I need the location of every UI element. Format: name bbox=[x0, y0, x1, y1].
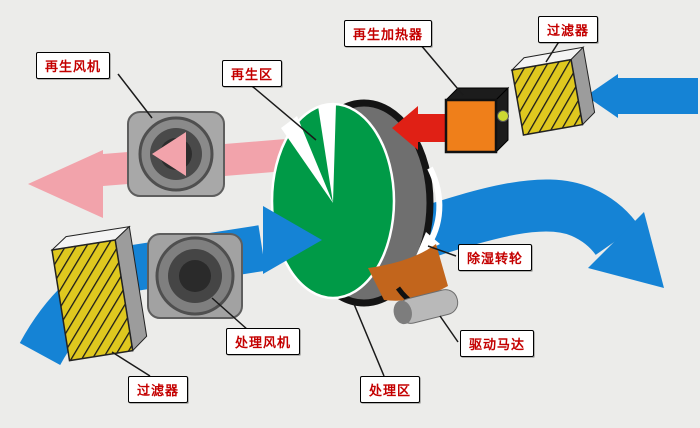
label-drive-motor: 驱动马达 bbox=[460, 330, 535, 357]
heater-front-face bbox=[444, 98, 498, 154]
label-filter-bottom: 过滤器 bbox=[128, 376, 189, 403]
regen-inlet-arrowhead bbox=[586, 74, 618, 118]
heater-indicator-lamp bbox=[497, 110, 509, 122]
leader-regen-heater bbox=[419, 43, 464, 96]
fan-hub bbox=[179, 260, 211, 292]
regen-filter bbox=[510, 46, 596, 136]
regen-fan bbox=[127, 111, 225, 197]
motor-end-cap bbox=[393, 300, 412, 325]
leader-wheel bbox=[427, 245, 457, 257]
leader-filter-bottom bbox=[111, 351, 151, 377]
label-filter-top: 过滤器 bbox=[538, 16, 599, 43]
wheel-rotation-arrowhead bbox=[416, 232, 440, 256]
heated-air-arrowhead bbox=[392, 106, 418, 150]
leader-regen-fan bbox=[117, 73, 153, 119]
regen-inlet-bar bbox=[616, 78, 698, 114]
drive-motor-assembly bbox=[368, 244, 459, 325]
label-wheel: 除湿转轮 bbox=[458, 244, 533, 271]
heated-air-bar bbox=[416, 114, 452, 142]
process-outlet-arrowhead bbox=[588, 212, 664, 288]
regen-heater bbox=[444, 86, 510, 154]
label-process-zone: 处理区 bbox=[360, 376, 421, 403]
label-process-fan: 处理风机 bbox=[226, 328, 301, 355]
label-regen-fan: 再生风机 bbox=[36, 52, 111, 79]
leader-process-fan bbox=[211, 297, 249, 331]
wheel-sector-divider bbox=[318, 104, 336, 203]
fan-flow-arrowhead bbox=[152, 132, 186, 176]
leader-process-zone bbox=[353, 303, 385, 377]
label-regen-heater: 再生加热器 bbox=[344, 20, 433, 47]
regen-exhaust-arrowhead bbox=[28, 150, 103, 218]
leader-drive-motor bbox=[439, 315, 459, 343]
process-fan bbox=[147, 233, 243, 319]
filter-media bbox=[51, 239, 134, 362]
leader-filter-top bbox=[545, 39, 561, 63]
process-air-arrowhead bbox=[263, 206, 322, 274]
leader-regen-zone bbox=[251, 85, 317, 141]
process-filter bbox=[50, 225, 148, 362]
leader-lines bbox=[111, 39, 561, 377]
motor-pulley-housing bbox=[368, 244, 448, 301]
wheel-sector-divider bbox=[281, 116, 333, 203]
label-regen-zone: 再生区 bbox=[222, 60, 283, 87]
filter-media bbox=[511, 58, 584, 136]
